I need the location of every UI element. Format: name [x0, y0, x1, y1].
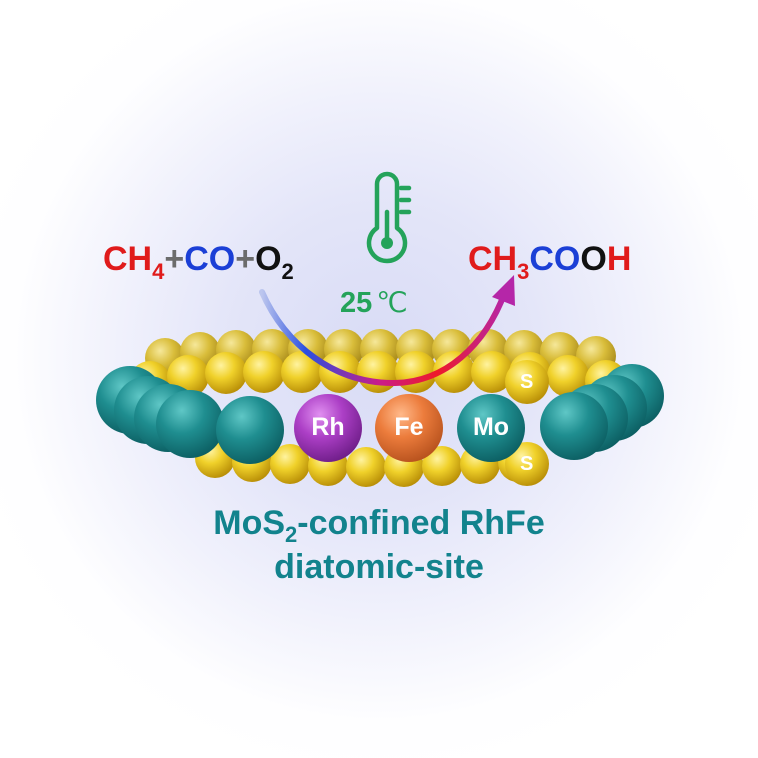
fe-label: Fe [394, 413, 424, 441]
caption-line-2: diatomic-site [274, 548, 484, 586]
rh-label: Rh [311, 413, 345, 441]
iron-atom [375, 394, 443, 462]
arrow-head-icon [492, 275, 515, 306]
reaction-arrow-curve [259, 289, 508, 387]
sulfur-atom [433, 351, 475, 393]
caption-subscript: 2 [285, 522, 298, 547]
caption-line-1: MoS2-confined RhFe [0, 504, 758, 546]
mo-atoms-right [540, 364, 664, 460]
product-co: CO [529, 240, 581, 278]
reactant-o-subscript: 2 [281, 259, 294, 284]
s-label-top: S [520, 371, 534, 393]
product-ch: CH [468, 240, 518, 278]
sulfur-atom [270, 444, 310, 484]
product-formula: CH3COOH [468, 240, 632, 283]
rhodium-atom [294, 394, 362, 462]
sulfur-atom [243, 351, 285, 393]
plus-sign: + [164, 240, 185, 278]
mo-atoms-left [96, 366, 284, 464]
caption-suffix: -confined RhFe [297, 504, 545, 542]
reactant-ch-subscript: 4 [152, 259, 165, 284]
reactant-o: O [255, 240, 282, 278]
reaction-arrow [259, 275, 515, 387]
sulfur-atom [357, 351, 399, 393]
molybdenum-atom-labeled [457, 394, 525, 462]
sulfur-atom-top [505, 360, 549, 404]
mo-label: Mo [472, 413, 510, 441]
sulfur-atom [422, 446, 462, 486]
sulfur-atom [547, 355, 589, 397]
thermometer-icon [366, 171, 412, 264]
molybdenum-atom [216, 396, 284, 464]
molybdenum-atom [156, 390, 224, 458]
sulfur-atom [395, 351, 437, 393]
sulfur-atom [471, 351, 513, 393]
molybdenum-atom [540, 392, 608, 460]
product-oh-o: O [580, 240, 607, 278]
product-ch-subscript: 3 [517, 259, 530, 284]
temperature-unit: ℃ [376, 288, 408, 319]
temperature-label: 25℃ [340, 286, 408, 320]
caption-prefix: MoS [213, 504, 286, 542]
sulfur-atom [281, 351, 323, 393]
temperature-value: 25 [340, 287, 373, 319]
reactants-formula: CH4+CO+O2 [103, 240, 294, 283]
sulfur-atom [205, 352, 247, 394]
product-oh-h: H [606, 240, 632, 278]
reactant-co: CO [184, 240, 236, 278]
s-label-bottom: S [520, 453, 534, 475]
reactant-ch: CH [103, 240, 153, 278]
plus-sign: + [235, 240, 256, 278]
sulfur-atom-bottom [505, 442, 549, 486]
sulfur-atom [346, 447, 386, 487]
